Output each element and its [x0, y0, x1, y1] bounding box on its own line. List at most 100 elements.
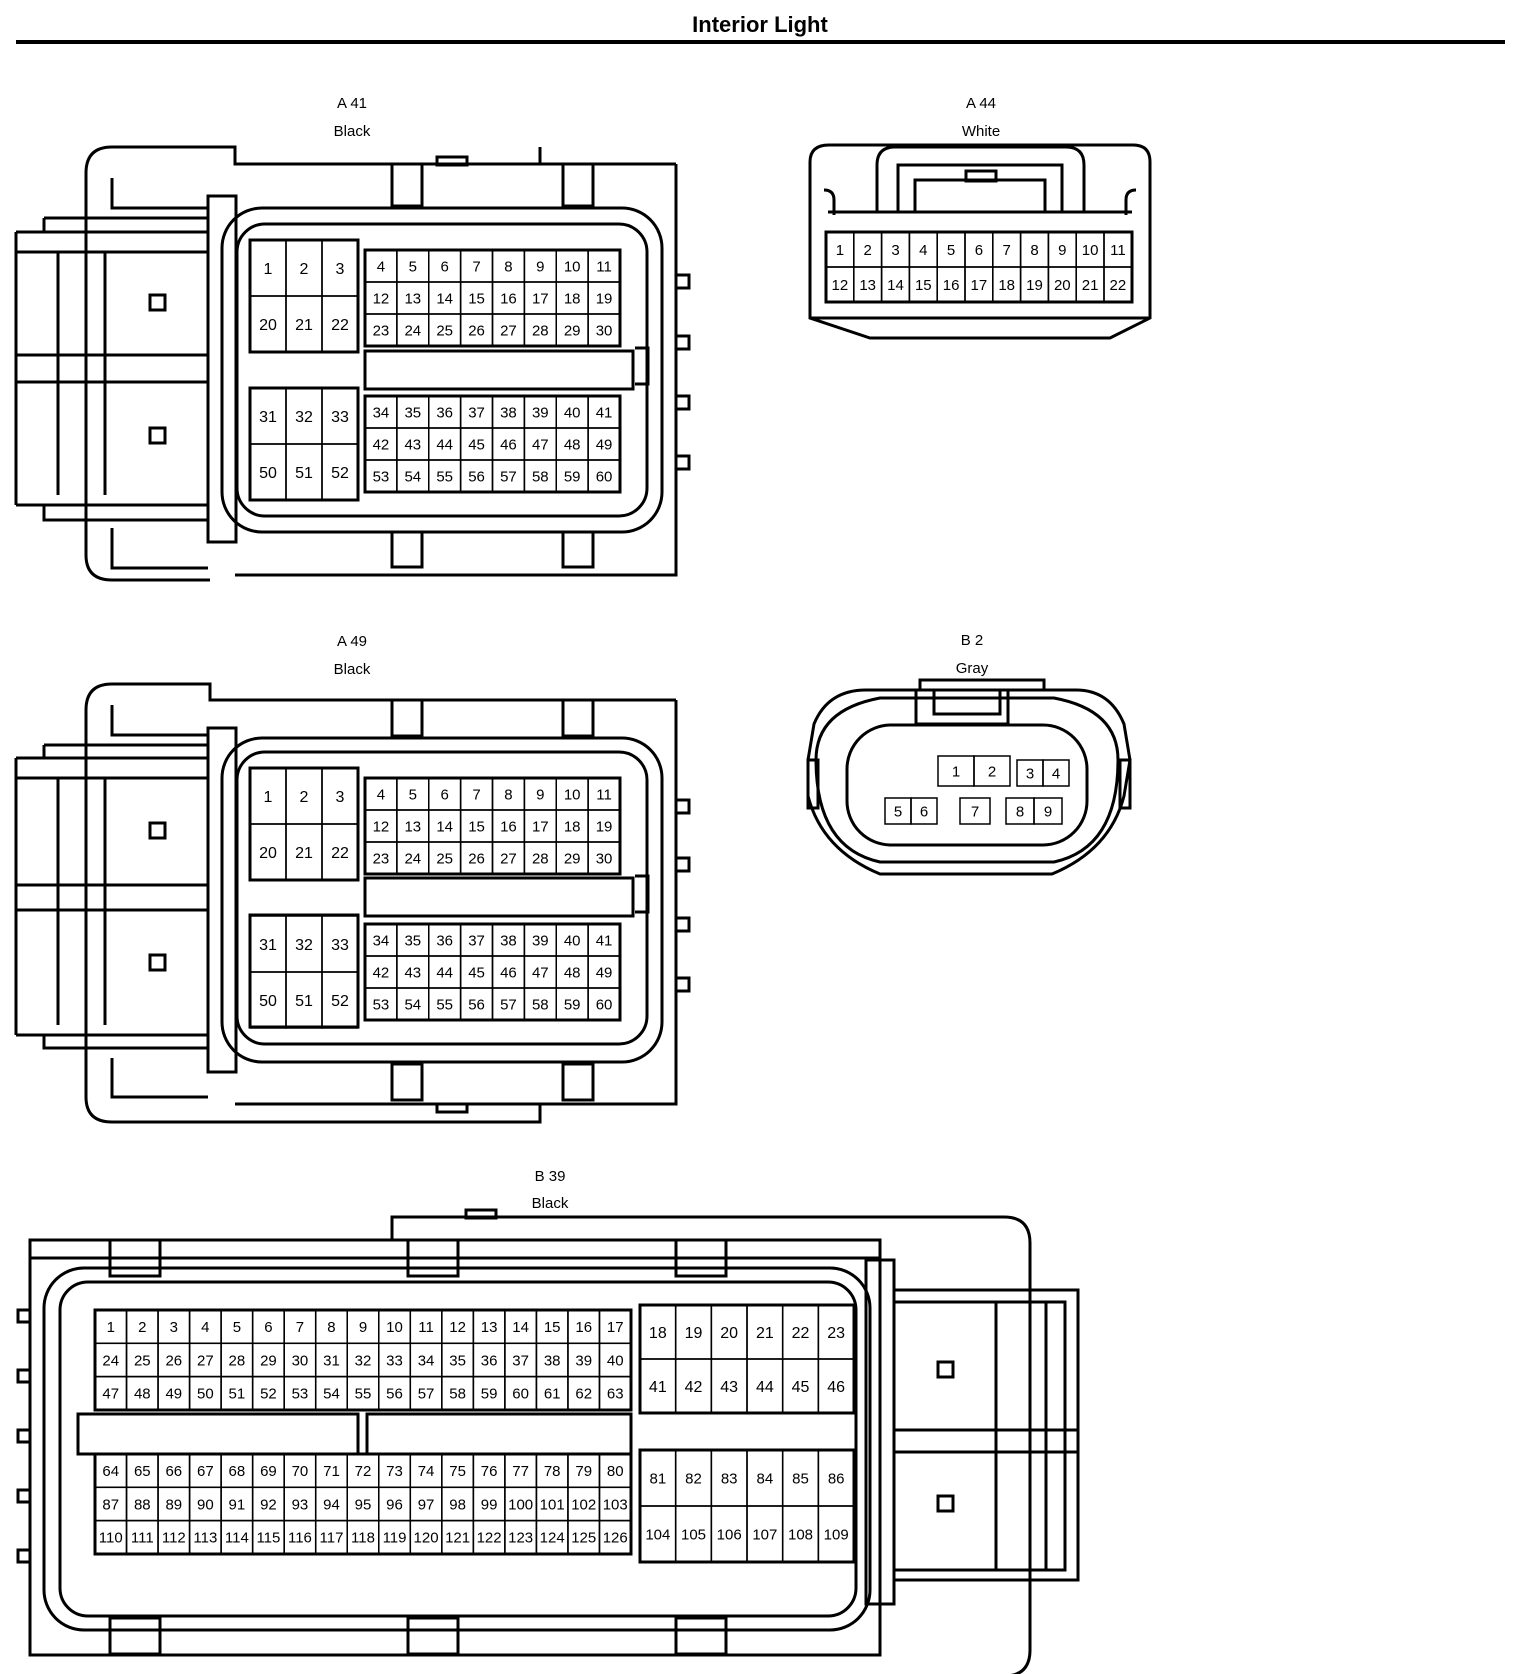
connector-b39-pin-22-number: 22 — [792, 1325, 810, 1342]
connector-b39-pin-42-number: 42 — [685, 1379, 703, 1396]
connector-b39-pin-87-number: 87 — [102, 1496, 119, 1513]
page-title: Interior Light — [692, 12, 828, 37]
connector-b39-pin-90-number: 90 — [197, 1496, 214, 1513]
title-rule — [16, 40, 1505, 44]
connector-a41-pin-15-number: 15 — [468, 290, 485, 307]
connector-b39-pin-121-number: 121 — [445, 1530, 470, 1547]
connector-b39-pin-88-number: 88 — [134, 1496, 151, 1513]
connector-a49-pin-58-number: 58 — [532, 996, 549, 1013]
connector-a41-pin-24-number: 24 — [404, 322, 421, 339]
connector-b39-pin-114-number: 114 — [225, 1530, 249, 1547]
connector-a49-pin-60-cavity — [587, 987, 621, 1021]
connector-b2-pin-8-number: 8 — [1016, 803, 1024, 820]
connector-b2-pin-7-number: 7 — [971, 803, 979, 820]
connector-a49-pin-47-number: 47 — [532, 964, 549, 981]
connector-b39-pin-63-number: 63 — [607, 1386, 624, 1403]
connector-b39-pin-68-number: 68 — [229, 1463, 246, 1480]
connector-a49-pin-19-number: 19 — [596, 818, 613, 835]
connector-b2-pin-4-number: 4 — [1052, 765, 1060, 782]
connector-a41-pin-26-number: 26 — [468, 322, 485, 339]
connector-b39-pin-26-number: 26 — [165, 1352, 182, 1369]
connector-b39-pin-56-number: 56 — [386, 1386, 403, 1403]
connector-b39-color: Black — [532, 1195, 569, 1212]
connector-b39-pin-61-number: 61 — [544, 1386, 561, 1403]
connector-a41-pin-35-number: 35 — [404, 404, 421, 421]
connector-b39-pin-6-number: 6 — [264, 1319, 272, 1336]
connector-b39-pin-57-number: 57 — [418, 1386, 435, 1403]
connector-a49-pin-35-number: 35 — [404, 932, 421, 949]
connector-a49-pin-16-number: 16 — [500, 818, 517, 835]
connector-b39-pin-19-number: 19 — [685, 1325, 703, 1342]
connector-a41-pin-41-number: 41 — [596, 404, 613, 421]
connector-b39-pin-118-number: 118 — [351, 1530, 375, 1547]
connector-a44-pin-4-number: 4 — [919, 242, 927, 259]
connector-b39-pin-62-number: 62 — [575, 1386, 592, 1403]
connector-a41-pin-37-number: 37 — [468, 404, 485, 421]
connector-a41-pin-47-number: 47 — [532, 436, 549, 453]
connector-a41-pin-36-number: 36 — [436, 404, 453, 421]
connector-a49-id: A 49 — [337, 633, 367, 650]
connector-a41-pin-44-number: 44 — [436, 436, 453, 453]
connector-a44-id: A 44 — [966, 95, 996, 112]
connector-a49-pin-51-number: 51 — [295, 993, 313, 1010]
connector-b39-pin-106-number: 106 — [717, 1526, 742, 1543]
connector-b39-pin-60-number: 60 — [512, 1386, 529, 1403]
connector-a49-pin-30-cavity — [587, 841, 621, 875]
connector-a41-pin-1-number: 1 — [264, 261, 273, 278]
connector-a49-pin-7-number: 7 — [472, 786, 480, 803]
connector-b39-pin-109-number: 109 — [824, 1526, 849, 1543]
connector-a49-pin-21-number: 21 — [295, 845, 313, 862]
connector-a41-pin-40-number: 40 — [564, 404, 581, 421]
connector-a44-pin-22-cavity — [1103, 266, 1133, 303]
connector-a49-pin-30-number: 30 — [596, 850, 613, 867]
connector-b2-id: B 2 — [961, 632, 984, 649]
connector-a49-pin-25-number: 25 — [436, 850, 453, 867]
connector-b39-pin-17-number: 17 — [607, 1319, 624, 1336]
connector-a41-pin-9-number: 9 — [536, 258, 544, 275]
connector-b39-pin-51-number: 51 — [229, 1386, 246, 1403]
connector-b39-pin-27-number: 27 — [197, 1352, 214, 1369]
connector-b2-pin-5-number: 5 — [894, 803, 902, 820]
connector-b39-pin-53-number: 53 — [292, 1386, 309, 1403]
connector-b39-pin-41-number: 41 — [649, 1379, 667, 1396]
connector-a44-pin-22-number: 22 — [1110, 277, 1127, 294]
connector-b39-housing — [16, 1208, 1080, 1674]
connector-b39-pin-115-number: 115 — [256, 1530, 280, 1547]
connector-a49-pin-5-number: 5 — [409, 786, 417, 803]
connector-a49-pin-44-number: 44 — [436, 964, 453, 981]
connector-b2-pin-4-cavity — [1042, 759, 1070, 787]
connector-b39-pin-59-number: 59 — [481, 1386, 498, 1403]
connector-a41-pin-50-number: 50 — [259, 465, 277, 482]
connector-a41-pin-43-number: 43 — [404, 436, 421, 453]
connector-b39-pin-104-number: 104 — [645, 1526, 670, 1543]
connector-b2-housing — [806, 678, 1132, 876]
connector-a44-pin-12-number: 12 — [832, 277, 849, 294]
connector-a44-pin-1-number: 1 — [836, 242, 844, 259]
connector-a44-color: White — [962, 123, 1000, 140]
connector-b39-pin-50-number: 50 — [197, 1386, 214, 1403]
connector-b39-pin-10-number: 10 — [386, 1319, 403, 1336]
connector-b2-pin-2-cavity — [973, 755, 1011, 787]
connector-a49: A 49 Black — [14, 633, 691, 1124]
connector-b39-pin-70-number: 70 — [292, 1463, 309, 1480]
connector-b39-pin-21-number: 21 — [756, 1325, 774, 1342]
connector-a49-pin-20-number: 20 — [259, 845, 277, 862]
connector-a41-pin-31-number: 31 — [259, 409, 277, 426]
connector-a41-pin-60-number: 60 — [596, 468, 613, 485]
connector-b39-pin-82-number: 82 — [685, 1470, 702, 1487]
connector-a49-pin-27-number: 27 — [500, 850, 517, 867]
connector-b39-pin-30-number: 30 — [292, 1352, 309, 1369]
connector-a44-pin-3-number: 3 — [891, 242, 899, 259]
connector-a44-pin-19-number: 19 — [1026, 277, 1043, 294]
connector-a41-id: A 41 — [337, 95, 367, 112]
connector-a44-pin-8-number: 8 — [1030, 242, 1038, 259]
connector-b39-pin-86-number: 86 — [828, 1470, 845, 1487]
connector-a41-pin-54-number: 54 — [404, 468, 421, 485]
connector-a49-pin-12-number: 12 — [373, 818, 390, 835]
connector-a49-color: Black — [334, 661, 371, 678]
connector-b39-pin-4-number: 4 — [201, 1319, 209, 1336]
